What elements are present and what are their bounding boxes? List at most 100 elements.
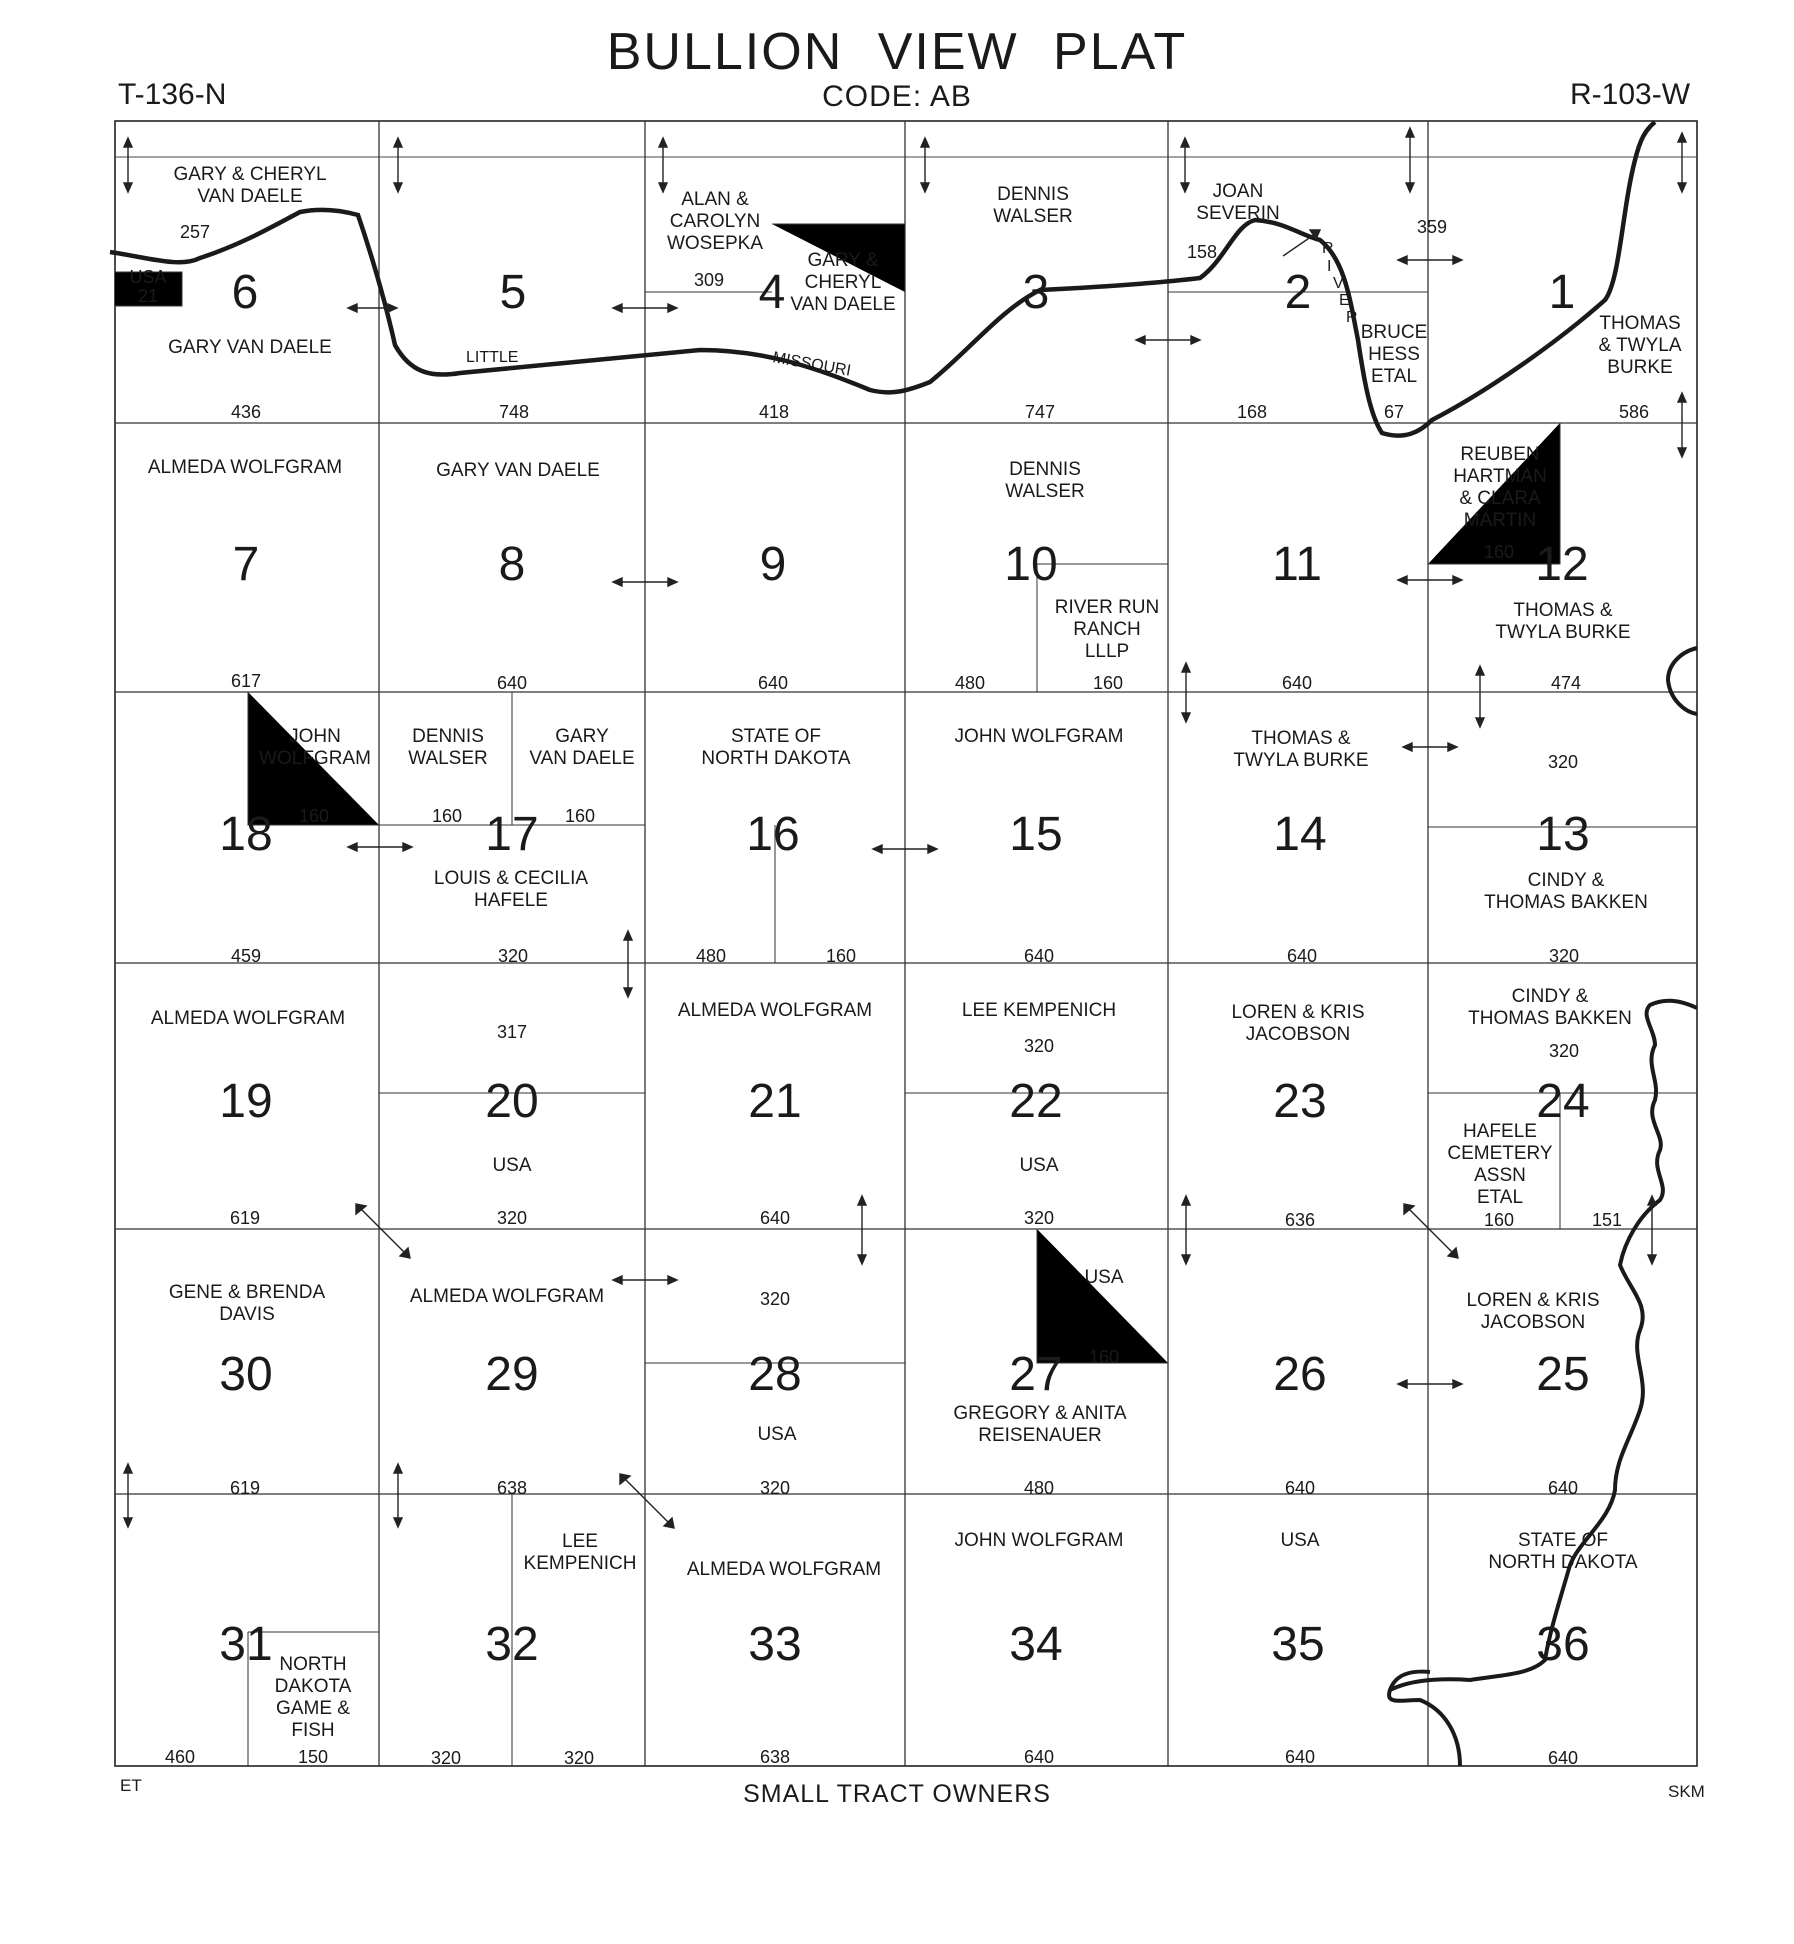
section-36-owner: NORTH DAKOTA	[1488, 1552, 1638, 1573]
section-31-number: 31	[219, 1618, 272, 1671]
river-label-letter: V	[1333, 275, 1344, 292]
section-30-owner: GENE & BRENDA	[169, 1282, 326, 1303]
section-17-owner-b: GARY	[555, 726, 609, 747]
section-23-owner: JACOBSON	[1246, 1024, 1351, 1045]
river-bend-12	[1665, 646, 1698, 716]
section-22-owner-b: USA	[1019, 1155, 1058, 1176]
section-6-owner: GARY & CHERYL	[173, 164, 326, 185]
section-32-owner: KEMPENICH	[524, 1553, 637, 1574]
section-10-owner: DENNIS	[1009, 459, 1081, 480]
section-29-acreage: 638	[497, 1478, 527, 1498]
section-24-number: 24	[1536, 1075, 1589, 1128]
section-26-acreage: 640	[1285, 1478, 1315, 1498]
section-16-number: 16	[746, 808, 799, 861]
plat-border	[114, 120, 1698, 1767]
section-17-owner-c: LOUIS & CECILIA	[434, 868, 588, 889]
section-2-acreage: 158	[1187, 242, 1217, 262]
section-31-owner: NORTH	[279, 1654, 346, 1675]
section-34-number: 34	[1009, 1618, 1062, 1671]
section-24-owner: CINDY &	[1512, 986, 1589, 1007]
section-29-number: 29	[485, 1348, 538, 1401]
section-17-owner-c: HAFELE	[474, 890, 548, 911]
section-16-owner: NORTH DAKOTA	[701, 748, 851, 769]
section-31-owner: GAME &	[276, 1698, 350, 1719]
section-3-number: 3	[1023, 266, 1050, 319]
section-18-acreage: 459	[231, 946, 261, 966]
section-1-owner: THOMAS	[1599, 313, 1680, 334]
river-label-missouri: MISSOURI	[771, 349, 852, 379]
section-17-owner: WALSER	[408, 748, 488, 769]
section-6-acreage: USA	[129, 267, 166, 287]
section-7-owner: ALMEDA WOLFGRAM	[148, 457, 342, 478]
left-initials: ET	[120, 1776, 142, 1795]
section-9-acreage: 640	[758, 673, 788, 693]
little-missouri-river	[109, 120, 1657, 438]
section-6-owner-b: GARY VAN DAELE	[168, 337, 332, 358]
section-8-acreage: 640	[497, 673, 527, 693]
section-15-owner: JOHN WOLFGRAM	[955, 726, 1124, 747]
section-20-number: 20	[485, 1075, 538, 1128]
section-22-acreage: 320	[1024, 1036, 1054, 1056]
section-3-acreage: 747	[1025, 402, 1055, 422]
section-32-acreage: 320	[564, 1748, 594, 1768]
section-2-owner-b: HESS	[1368, 344, 1420, 365]
creek-arm	[1388, 1669, 1431, 1691]
section-25-acreage: 640	[1548, 1478, 1578, 1498]
section-2-owner: JOAN	[1213, 181, 1264, 202]
section-10-owner: WALSER	[1005, 481, 1085, 502]
section-35-acreage: 640	[1285, 1747, 1315, 1767]
section-15-number: 15	[1009, 808, 1062, 861]
section-27-acreage: 480	[1024, 1478, 1054, 1498]
section-20-acreage: 317	[497, 1022, 527, 1042]
section-12-owner: & CLARA	[1459, 488, 1541, 509]
section-10-owner-b: LLLP	[1085, 641, 1129, 662]
section-18-owner: WOLFGRAM	[259, 748, 371, 769]
section-16-acreage: 160	[826, 946, 856, 966]
right-initials: SKM	[1668, 1782, 1705, 1801]
section-31-acreage: 460	[165, 1747, 195, 1767]
section-18-acreage: 160	[299, 806, 329, 826]
section-2-owner-b: ETAL	[1371, 366, 1417, 387]
section-12-number: 12	[1535, 538, 1588, 591]
section-17-acreage: 160	[565, 806, 595, 826]
section-24-owner-b: CEMETERY	[1447, 1143, 1553, 1164]
section-27-number: 27	[1009, 1348, 1062, 1401]
section-2-acreage: 168	[1237, 402, 1267, 422]
section-5-number: 5	[500, 266, 527, 319]
section-5-acreage: 748	[499, 402, 529, 422]
section-14-owner: THOMAS &	[1251, 728, 1351, 749]
section-4-owner: CAROLYN	[670, 211, 760, 232]
section-1-acreage: 586	[1619, 402, 1649, 422]
section-23-owner: LOREN & KRIS	[1231, 1002, 1364, 1023]
section-12-owner-b: TWYLA BURKE	[1495, 622, 1630, 643]
section-31-acreage: 150	[298, 1747, 328, 1767]
section-17-owner: DENNIS	[412, 726, 484, 747]
section-33-number: 33	[748, 1618, 801, 1671]
section-13-number: 13	[1536, 808, 1589, 861]
section-27-owner-b: REISENAUER	[978, 1425, 1102, 1446]
section-19-owner: ALMEDA WOLFGRAM	[151, 1008, 345, 1029]
section-17-acreage: 320	[498, 946, 528, 966]
section-2-acreage: 359	[1417, 217, 1447, 237]
section-6-owner: VAN DAELE	[197, 186, 302, 207]
river-label-letter: R	[1346, 309, 1358, 326]
section-23-acreage: 636	[1285, 1210, 1315, 1230]
section-2-owner-b: BRUCE	[1361, 322, 1428, 343]
section-19-acreage: 619	[230, 1208, 260, 1228]
section-24-acreage: 320	[1549, 1041, 1579, 1061]
section-13-owner: CINDY &	[1528, 870, 1605, 891]
section-10-acreage: 480	[955, 673, 985, 693]
section-14-owner: TWYLA BURKE	[1233, 750, 1368, 771]
section-35-owner: USA	[1280, 1530, 1319, 1551]
section-9-number: 9	[760, 538, 787, 591]
section-34-acreage: 640	[1024, 1747, 1054, 1767]
section-32-owner: LEE	[562, 1531, 598, 1552]
section-10-acreage: 160	[1093, 673, 1123, 693]
section-28-owner: USA	[757, 1424, 796, 1445]
section-16-owner: STATE OF	[731, 726, 821, 747]
section-4-owner: ALAN &	[681, 189, 749, 210]
section-33-acreage: 638	[760, 1747, 790, 1767]
section-11-number: 11	[1272, 538, 1322, 591]
section-1-number: 1	[1549, 266, 1576, 319]
section-13-acreage: 320	[1548, 752, 1578, 772]
